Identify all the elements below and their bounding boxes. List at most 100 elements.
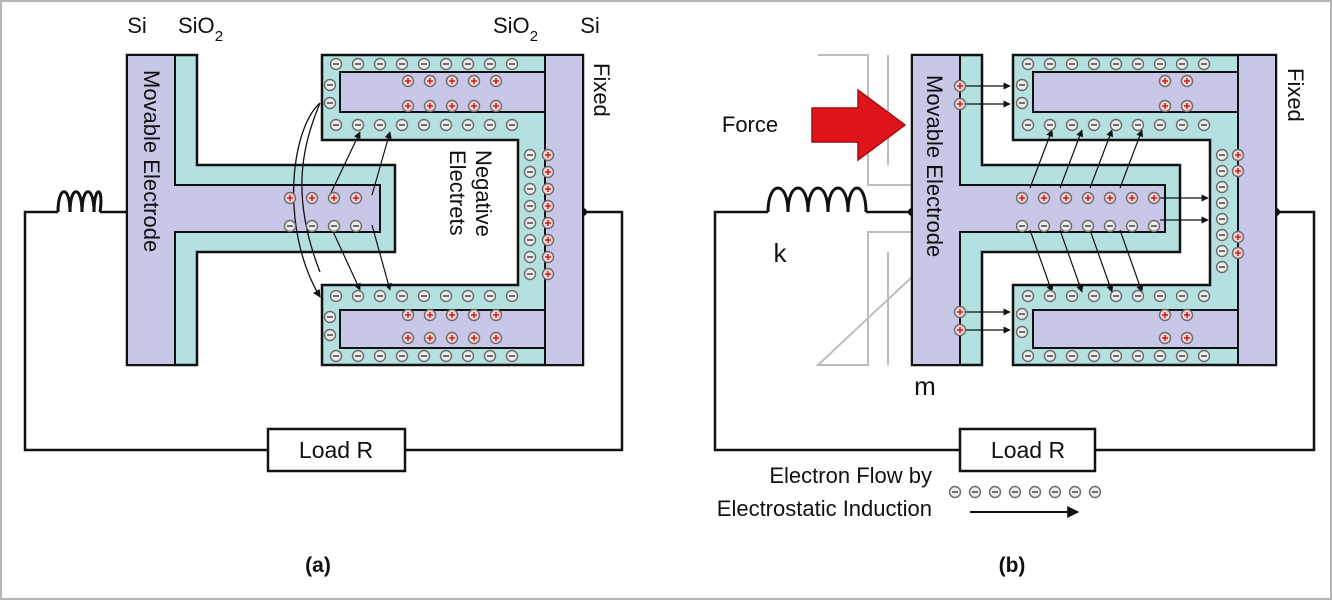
negative-label: Negative [471, 150, 496, 237]
load-resistor-a [266, 427, 407, 473]
plus-circle-icon [401, 99, 415, 113]
plus-circle-icon [401, 331, 415, 345]
minus-circle-icon [327, 219, 341, 233]
minus-circle-icon [439, 57, 453, 71]
field-arrow [329, 224, 361, 291]
minus-circle-icon [523, 216, 537, 230]
minus-circle-icon [349, 219, 363, 233]
minus-circle-icon [329, 57, 343, 71]
plus-circle-icon [541, 148, 555, 162]
minus-circle-icon [417, 118, 431, 132]
plus-circle-icon [401, 308, 415, 322]
minus-circle-icon [395, 349, 409, 363]
minus-circle-icon [1215, 212, 1229, 226]
minus-circle-icon [1109, 57, 1123, 71]
panel-b: Load R Force Movable Electrode Fixed k m… [713, 53, 1316, 577]
minus-circle-icon [1065, 349, 1079, 363]
plus-circle-icon [1158, 74, 1172, 88]
plus-circle-icon [489, 331, 503, 345]
minus-circle-icon [1043, 349, 1057, 363]
movable-electrode-label-b: Movable Electrode [922, 75, 947, 257]
minus-circle-icon [1131, 289, 1145, 303]
plus-circle-icon [1180, 74, 1194, 88]
plus-circle-icon [445, 99, 459, 113]
minus-circle-icon [461, 57, 475, 71]
minus-circle-icon [483, 57, 497, 71]
plus-circle-icon [283, 191, 297, 205]
minus-circle-icon [395, 57, 409, 71]
plus-circle-icon [467, 308, 481, 322]
plus-circle-icon [541, 182, 555, 196]
plus-circle-icon [953, 305, 967, 319]
minus-circle-icon [329, 349, 343, 363]
spring-constant-label: k [774, 238, 788, 268]
plus-circle-icon [467, 331, 481, 345]
charges-group-a [283, 57, 555, 363]
minus-circle-icon [1125, 219, 1139, 233]
minus-circle-icon [1088, 485, 1102, 499]
plus-circle-icon [541, 267, 555, 281]
plus-circle-icon [1103, 191, 1117, 205]
minus-circle-icon [351, 57, 365, 71]
plus-circle-icon [1158, 99, 1172, 113]
minus-circle-icon [1043, 118, 1057, 132]
minus-circle-icon [1131, 349, 1145, 363]
plus-circle-icon [1147, 191, 1161, 205]
electron-flow-line2: Electrostatic Induction [717, 496, 932, 521]
plus-circle-icon [1180, 331, 1194, 345]
minus-circle-icon [1081, 219, 1095, 233]
minus-circle-icon [1021, 57, 1035, 71]
minus-circle-icon [1059, 219, 1073, 233]
plus-circle-icon [1231, 246, 1245, 260]
minus-circle-icon [373, 289, 387, 303]
panel-a: Load R Si SiO2 SiO2 Si Movable Electrode… [23, 13, 624, 577]
minus-circle-icon [1215, 260, 1229, 274]
plus-circle-icon [401, 74, 415, 88]
plus-circle-icon [541, 165, 555, 179]
plus-circle-icon [489, 308, 503, 322]
field-arc [292, 102, 321, 298]
minus-circle-icon [483, 118, 497, 132]
minus-circle-icon [1043, 289, 1057, 303]
minus-circle-icon [461, 349, 475, 363]
minus-circle-icon [351, 118, 365, 132]
minus-circle-icon [373, 57, 387, 71]
fixed-label-a: Fixed [589, 63, 614, 117]
minus-circle-icon [483, 349, 497, 363]
minus-circle-icon [505, 118, 519, 132]
minus-circle-icon [417, 57, 431, 71]
plus-circle-icon [349, 191, 363, 205]
minus-circle-icon [1147, 219, 1161, 233]
minus-circle-icon [373, 118, 387, 132]
minus-circle-icon [1197, 289, 1211, 303]
minus-circle-icon [1197, 349, 1211, 363]
wire-b-right [1095, 210, 1316, 452]
si-left-label: Si [127, 13, 147, 38]
plus-circle-icon [1231, 164, 1245, 178]
force-arrow-icon [811, 88, 907, 162]
plus-circle-icon [423, 74, 437, 88]
minus-circle-icon [1068, 485, 1082, 499]
minus-circle-icon [948, 485, 962, 499]
minus-circle-icon [395, 118, 409, 132]
minus-circle-icon [1008, 485, 1022, 499]
plus-circle-icon [1180, 99, 1194, 113]
minus-circle-icon [1021, 289, 1035, 303]
minus-circle-icon [1021, 349, 1035, 363]
caption-b: (b) [999, 554, 1026, 577]
minus-circle-icon [1028, 485, 1042, 499]
si-right-label: Si [580, 13, 600, 38]
minus-circle-icon [1065, 118, 1079, 132]
minus-circle-icon [323, 96, 337, 110]
minus-circle-icon [1131, 118, 1145, 132]
plus-circle-icon [1180, 308, 1194, 322]
minus-circle-icon [1021, 118, 1035, 132]
plus-circle-icon [423, 308, 437, 322]
minus-circle-icon [329, 118, 343, 132]
minus-circle-icon [1175, 289, 1189, 303]
minus-circle-icon [1048, 485, 1062, 499]
movable-silicon [126, 54, 381, 366]
minus-circle-icon [1015, 219, 1029, 233]
mass-label: m [914, 371, 936, 401]
minus-circle-icon [329, 289, 343, 303]
